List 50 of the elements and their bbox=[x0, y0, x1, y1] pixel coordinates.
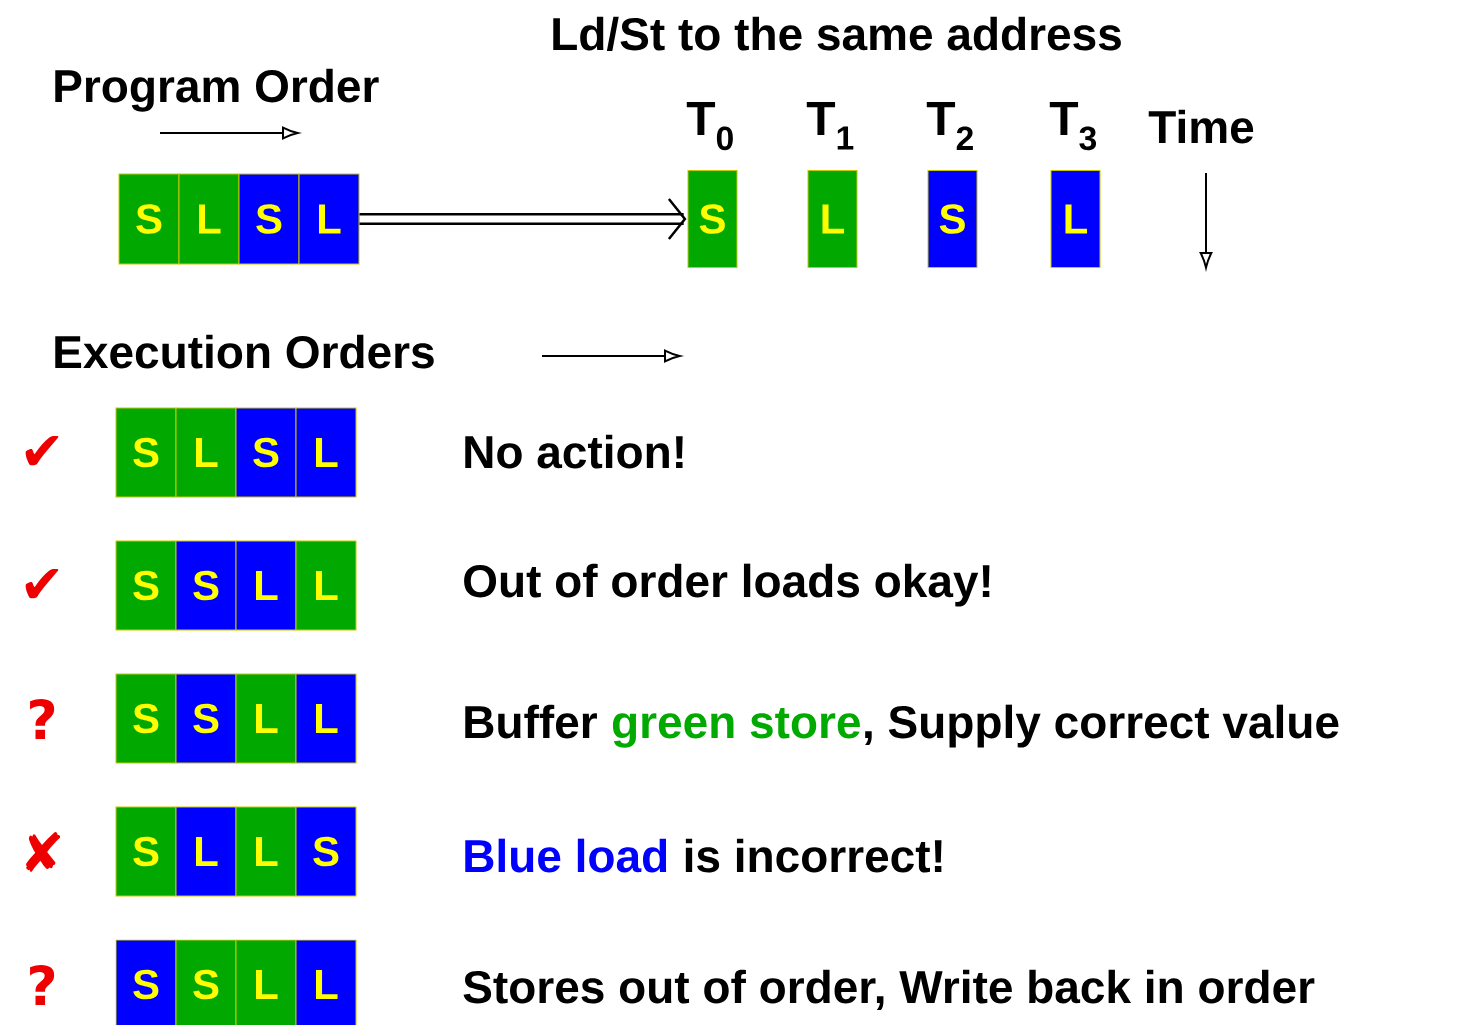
note-text: Blue load bbox=[465, 838, 667, 873]
heading: Program Order bbox=[55, 68, 379, 112]
note-text: Stores out of order, Write back in order bbox=[463, 969, 1315, 1011]
letter-cell: L bbox=[175, 806, 237, 897]
double-arrow bbox=[359, 198, 687, 240]
letter-cell: S bbox=[115, 939, 177, 1025]
note-text: No action! bbox=[465, 434, 683, 469]
status-mark: ✔ bbox=[25, 568, 59, 599]
status-mark: ✘ bbox=[26, 832, 61, 872]
letter-cell: S bbox=[687, 170, 738, 268]
letter-cell: L bbox=[298, 173, 360, 265]
letter-cell: L bbox=[807, 170, 858, 268]
letter-cell: L bbox=[295, 939, 357, 1025]
letter-cell: S bbox=[175, 939, 237, 1025]
note-text: , Supply correct value bbox=[865, 704, 1339, 748]
heading: Ld/St to the same address bbox=[553, 16, 1121, 51]
letter-cell: L bbox=[235, 806, 297, 897]
heading: Execution Orders bbox=[55, 334, 434, 369]
letter-cell: S bbox=[115, 407, 177, 498]
letter-cell: S bbox=[238, 173, 300, 265]
status-mark: ? bbox=[30, 964, 55, 1006]
note-text: green store bbox=[612, 708, 860, 748]
letter-cell: L bbox=[1050, 170, 1101, 268]
note-text: Out of order loads okay! bbox=[464, 563, 990, 607]
time-label: T$_{0}$ bbox=[686, 101, 733, 151]
letter-cell: S bbox=[115, 540, 177, 631]
heading: Time bbox=[1148, 109, 1254, 144]
letter-cell: L bbox=[175, 407, 237, 498]
letter-cell: L bbox=[235, 540, 297, 631]
letter-cell: S bbox=[118, 173, 180, 265]
letter-cell: S bbox=[927, 170, 978, 268]
letter-cell: L bbox=[235, 673, 297, 764]
letter-cell: S bbox=[115, 806, 177, 897]
note-text: Buffer bbox=[465, 704, 597, 739]
status-mark: ✔ bbox=[25, 435, 59, 466]
status-mark: ? bbox=[30, 698, 55, 740]
time-label: T$_{3}$ bbox=[1049, 101, 1097, 151]
letter-cell: S bbox=[175, 673, 237, 764]
letter-cell: S bbox=[175, 540, 237, 631]
letter-cell: L bbox=[178, 173, 240, 265]
note-text: is incorrect! bbox=[685, 838, 942, 873]
letter-cell: S bbox=[235, 407, 297, 498]
letter-cell: L bbox=[295, 673, 357, 764]
time-label: T$_{2}$ bbox=[926, 101, 973, 150]
letter-cell: S bbox=[115, 673, 177, 764]
letter-cell: L bbox=[235, 939, 297, 1025]
letter-cell: L bbox=[295, 407, 357, 498]
time-label: T$_{1}$ bbox=[806, 101, 854, 150]
letter-cell: S bbox=[295, 806, 357, 897]
letter-cell: L bbox=[295, 540, 357, 631]
